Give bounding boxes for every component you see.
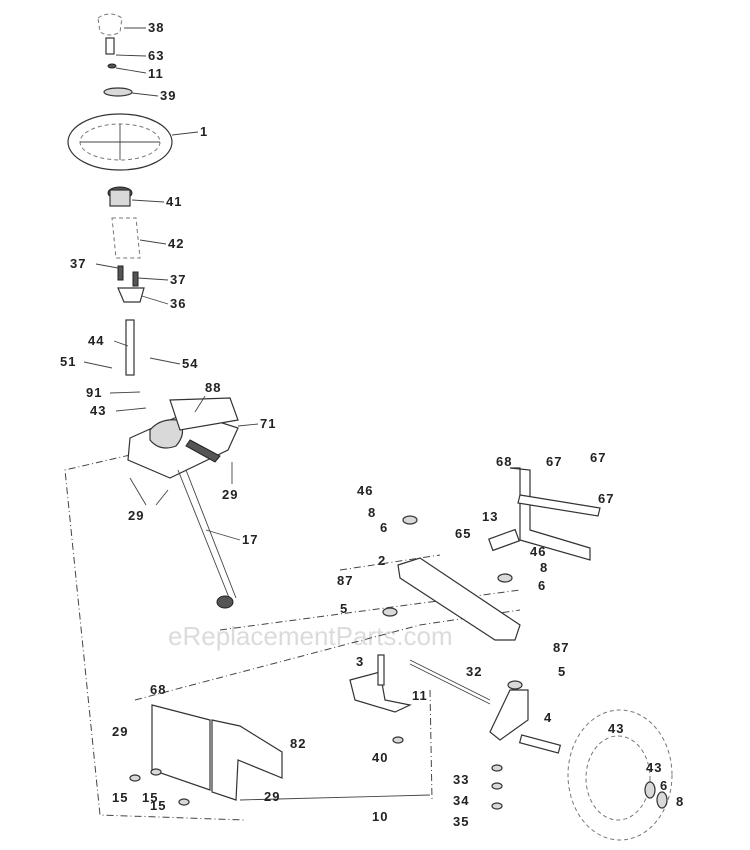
callout-29-right: 29 bbox=[222, 487, 238, 502]
callout-6-upper: 6 bbox=[380, 520, 388, 535]
callout-42: 42 bbox=[168, 236, 184, 251]
callout-29-bracket: 29 bbox=[112, 724, 128, 739]
callout-46-upper: 46 bbox=[357, 483, 373, 498]
callout-37-right: 37 bbox=[170, 272, 186, 287]
callout-11-lower: 11 bbox=[412, 688, 428, 703]
callout-71: 71 bbox=[260, 416, 276, 431]
callout-1: 1 bbox=[200, 124, 208, 139]
callout-15-a: 15 bbox=[112, 790, 128, 805]
callout-67-a: 67 bbox=[546, 454, 562, 469]
callout-38: 38 bbox=[148, 20, 164, 35]
callout-87-lower: 87 bbox=[553, 640, 569, 655]
callout-17: 17 bbox=[242, 532, 258, 547]
callout-68-lower: 68 bbox=[150, 682, 166, 697]
callout-87-upper: 87 bbox=[337, 573, 353, 588]
callout-39: 39 bbox=[160, 88, 176, 103]
callout-labels: 38 63 11 39 1 41 42 37 37 36 44 54 51 91… bbox=[60, 20, 684, 829]
callout-2: 2 bbox=[378, 553, 386, 568]
callout-63: 63 bbox=[148, 48, 164, 63]
callout-leaders bbox=[83, 27, 259, 541]
callout-41: 41 bbox=[166, 194, 182, 209]
callout-32: 32 bbox=[466, 664, 482, 679]
callout-44: 44 bbox=[88, 333, 104, 348]
callout-34: 34 bbox=[453, 793, 469, 808]
callout-8-mid: 8 bbox=[540, 560, 548, 575]
steering-cap bbox=[97, 13, 133, 97]
callout-43-upper: 43 bbox=[90, 403, 106, 418]
callout-3: 3 bbox=[356, 654, 364, 669]
callout-36: 36 bbox=[170, 296, 186, 311]
callout-29-bottom: 29 bbox=[264, 789, 280, 804]
callout-11-upper: 11 bbox=[148, 66, 164, 81]
callout-51: 51 bbox=[60, 354, 76, 369]
callout-5-lower: 5 bbox=[558, 664, 566, 679]
lower-left-bracket bbox=[129, 704, 431, 806]
callout-67-c: 67 bbox=[598, 491, 614, 506]
callout-13: 13 bbox=[482, 509, 498, 524]
callout-35: 35 bbox=[453, 814, 469, 829]
callout-65: 65 bbox=[455, 526, 471, 541]
callout-10: 10 bbox=[372, 809, 388, 824]
callout-82: 82 bbox=[290, 736, 306, 751]
front-bracket-and-axle bbox=[382, 467, 601, 690]
callout-15-c: 15 bbox=[150, 798, 166, 813]
callout-68-upper: 68 bbox=[496, 454, 512, 469]
callout-91: 91 bbox=[86, 385, 102, 400]
callout-8-lower: 8 bbox=[676, 794, 684, 809]
column-bracket bbox=[117, 265, 145, 376]
callout-8-upper: 8 bbox=[368, 505, 376, 520]
callout-6-mid: 6 bbox=[538, 578, 546, 593]
callout-40: 40 bbox=[372, 750, 388, 765]
callout-43-lower: 43 bbox=[646, 760, 662, 775]
steering-wheel bbox=[67, 113, 173, 259]
callout-46-lower: 46 bbox=[530, 544, 546, 559]
callout-6-lower: 6 bbox=[660, 778, 668, 793]
callout-88: 88 bbox=[205, 380, 221, 395]
callout-67-b: 67 bbox=[590, 450, 606, 465]
callout-15-b: 15 bbox=[142, 790, 158, 805]
callout-37-left: 37 bbox=[70, 256, 86, 271]
steering-gearbox bbox=[127, 397, 239, 609]
callout-43-wheel: 43 bbox=[608, 721, 624, 736]
watermark-text: eReplacementParts.com bbox=[168, 621, 453, 651]
callout-4: 4 bbox=[544, 710, 552, 725]
callout-33: 33 bbox=[453, 772, 469, 787]
callout-54: 54 bbox=[182, 356, 198, 371]
spindles-and-drag-link bbox=[349, 654, 562, 810]
front-tire bbox=[567, 709, 673, 841]
callout-29-left: 29 bbox=[128, 508, 144, 523]
callout-5-upper: 5 bbox=[340, 601, 348, 616]
